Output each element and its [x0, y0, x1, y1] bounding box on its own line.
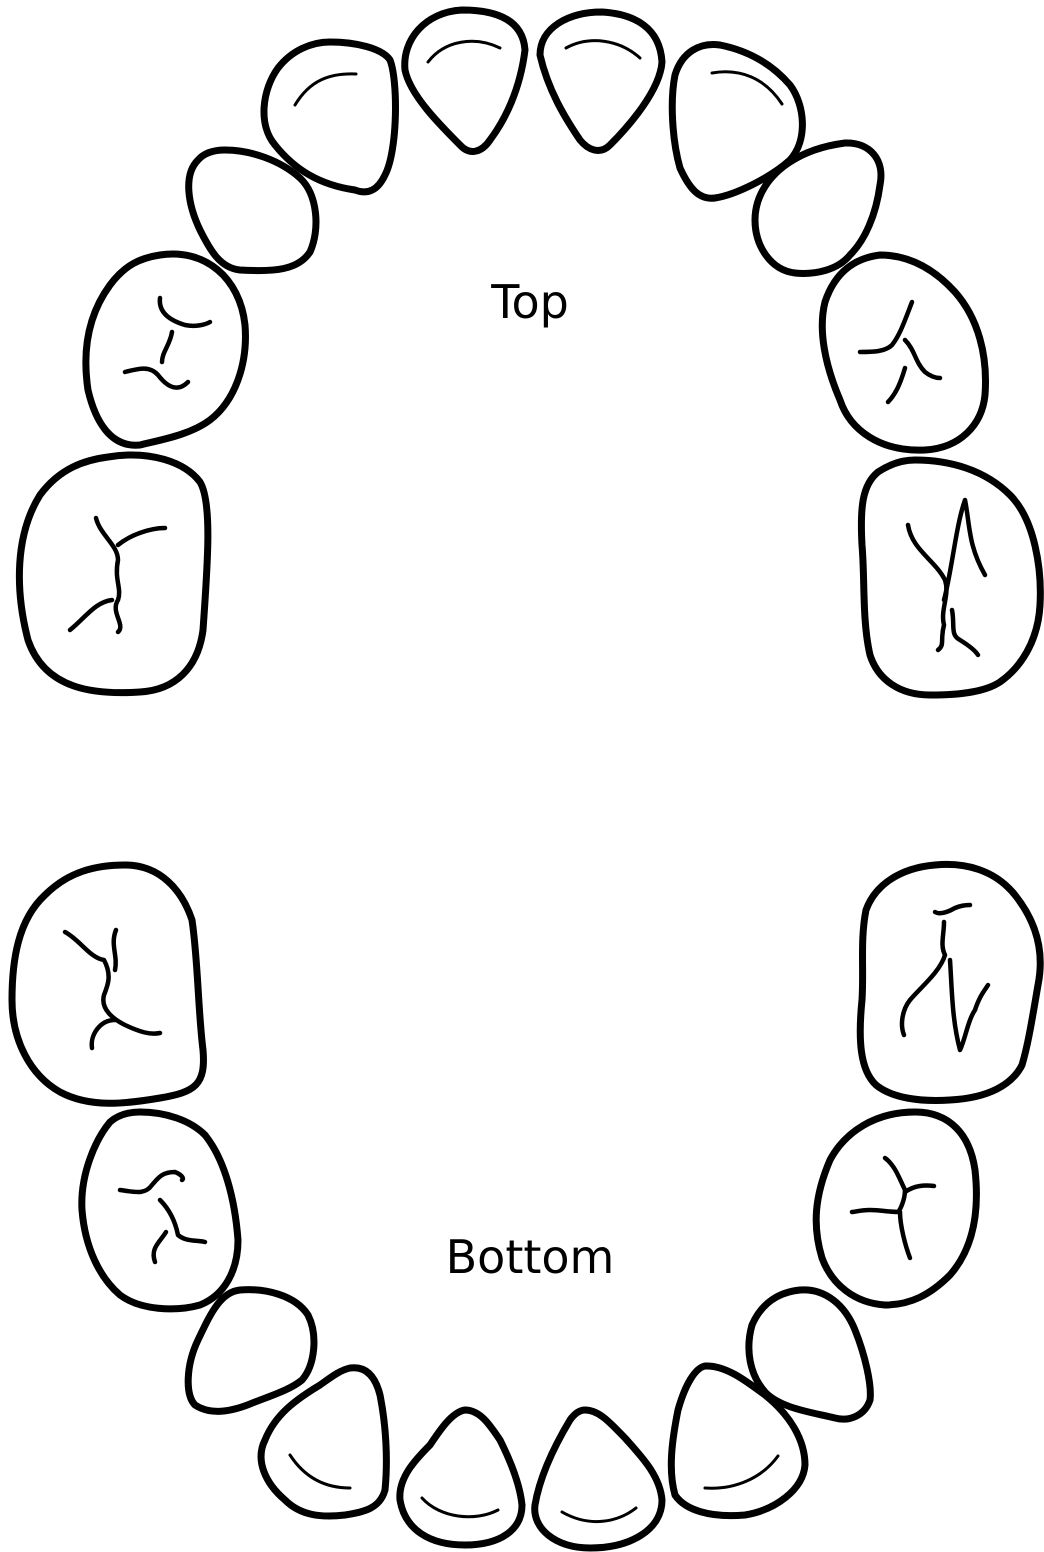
tooth-upper-right-first-molar[interactable] — [818, 251, 989, 454]
tooth-lower-left-lateral-incisor[interactable] — [257, 1364, 390, 1520]
upper-arch: Top — [15, 6, 1044, 699]
lower-arch: Bottom — [8, 860, 1044, 1552]
tooth-upper-right-lateral-incisor[interactable] — [668, 40, 806, 202]
tooth-lower-right-canine[interactable] — [745, 1286, 874, 1423]
tooth-upper-left-first-molar[interactable] — [82, 250, 249, 449]
tooth-upper-left-central-incisor[interactable] — [401, 6, 529, 155]
tooth-lower-left-first-molar[interactable] — [78, 1108, 242, 1313]
tooth-upper-left-lateral-incisor[interactable] — [260, 38, 399, 196]
top-label: Top — [490, 275, 569, 329]
tooth-upper-right-second-molar[interactable] — [857, 456, 1044, 699]
tooth-lower-right-central-incisor[interactable] — [531, 1406, 666, 1552]
tooth-upper-left-canine[interactable] — [185, 146, 320, 275]
tooth-upper-left-second-molar[interactable] — [15, 451, 212, 697]
tooth-lower-left-central-incisor[interactable] — [396, 1406, 526, 1549]
tooth-lower-left-canine[interactable] — [184, 1286, 318, 1415]
tooth-lower-right-second-molar[interactable] — [856, 860, 1044, 1104]
tooth-upper-right-canine[interactable] — [751, 139, 885, 277]
tooth-lower-left-second-molar[interactable] — [8, 861, 207, 1107]
tooth-upper-right-central-incisor[interactable] — [536, 8, 666, 154]
bottom-label: Bottom — [446, 1230, 615, 1284]
tooth-lower-right-first-molar[interactable] — [812, 1108, 980, 1309]
